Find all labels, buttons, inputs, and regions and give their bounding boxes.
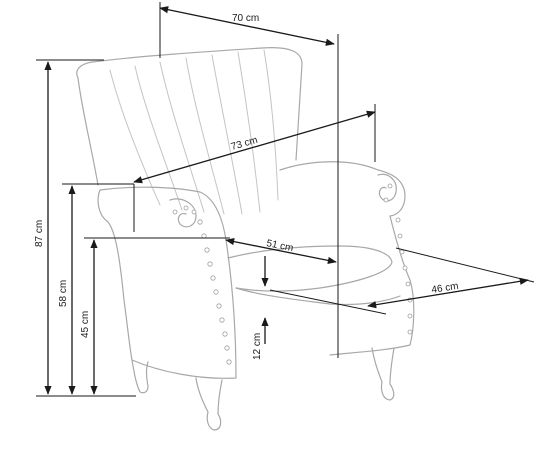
label-width-total: 70 cm — [232, 13, 259, 24]
dim-line-depth-total — [367, 277, 529, 309]
front-left-leg — [195, 377, 223, 431]
label-armrest-height: 58 cm — [58, 280, 69, 307]
label-height-total: 87 cm — [34, 220, 45, 247]
dimension-lines — [36, 2, 535, 397]
dim-line-seat-depth — [225, 238, 337, 264]
extension-line-depth-top — [395, 247, 535, 283]
seat-cushion — [227, 245, 393, 292]
label-depth-total: 46 cm — [431, 281, 460, 296]
left-arm-scroll — [169, 198, 197, 228]
label-seat-height: 45 cm — [80, 311, 91, 338]
dim-line-width-total — [159, 6, 335, 46]
left-armrest — [97, 186, 237, 379]
extension-line-seat-front — [269, 289, 387, 315]
back-channels — [109, 49, 279, 215]
left-wing — [77, 77, 99, 186]
dim-line-width-back — [133, 110, 376, 184]
label-seat-depth: 51 cm — [265, 238, 294, 254]
chair-back-outline — [76, 47, 303, 161]
label-leg-height: 12 cm — [252, 333, 263, 360]
right-arm-scroll — [377, 173, 397, 202]
dimension-labels: 70 cm 73 cm 51 cm 46 cm 87 cm 58 cm 45 c… — [34, 13, 459, 360]
front-right-leg — [371, 347, 395, 401]
rear-left-leg — [131, 359, 149, 394]
armchair-sketch — [76, 47, 415, 431]
right-armrest — [279, 161, 415, 356]
